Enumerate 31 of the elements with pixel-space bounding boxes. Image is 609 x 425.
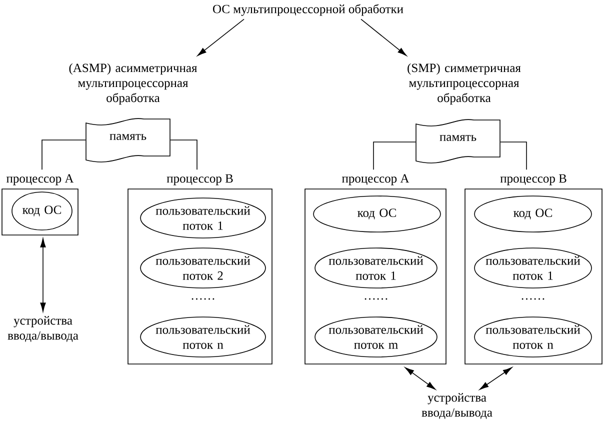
- oval-node: пользовательский поток 2: [140, 248, 266, 288]
- oval-node: код ОС: [474, 196, 592, 232]
- category-text: (ASMP) асимметричная мультипроцессорная обработка: [69, 63, 198, 105]
- arrow: [404, 367, 436, 390]
- device-text: устройства ввода/вывода: [8, 316, 78, 342]
- box-heading: процессор В: [500, 174, 566, 186]
- arrow: [40, 238, 46, 312]
- box-heading: процессор А: [342, 174, 410, 186]
- arrow: [360, 18, 407, 56]
- arrow: [479, 367, 512, 390]
- connector-line: [373, 142, 416, 170]
- oval-node: пользовательский поток 1: [474, 248, 592, 288]
- oval-node: пользовательский поток 1: [314, 248, 438, 288]
- box-heading: процессор А: [6, 174, 74, 186]
- connector-line: [170, 140, 198, 170]
- ellipsis-text: ……: [522, 298, 544, 300]
- ellipsis-text: ……: [364, 298, 388, 300]
- box-heading: процессор В: [166, 174, 233, 186]
- oval-node: пользовательский поток m: [314, 316, 438, 358]
- connector-line: [42, 140, 86, 170]
- oval-node: пользовательский поток 1: [140, 198, 266, 238]
- oval-node: пользовательский поток n: [140, 316, 266, 358]
- ellipsis-text: ……: [192, 298, 214, 300]
- oval-node: код ОС: [12, 192, 72, 230]
- arrow: [197, 18, 244, 56]
- device-text: устройства ввода/вывода: [422, 393, 492, 419]
- oval-node: пользовательский поток n: [474, 316, 592, 358]
- oval-node: код ОС: [313, 196, 441, 232]
- connector-line: [500, 142, 527, 170]
- category-text: (SMP) симметричная мультипроцессорная обработка: [408, 63, 521, 105]
- heading-text: ОС мультипроцессорной обработки: [213, 4, 404, 16]
